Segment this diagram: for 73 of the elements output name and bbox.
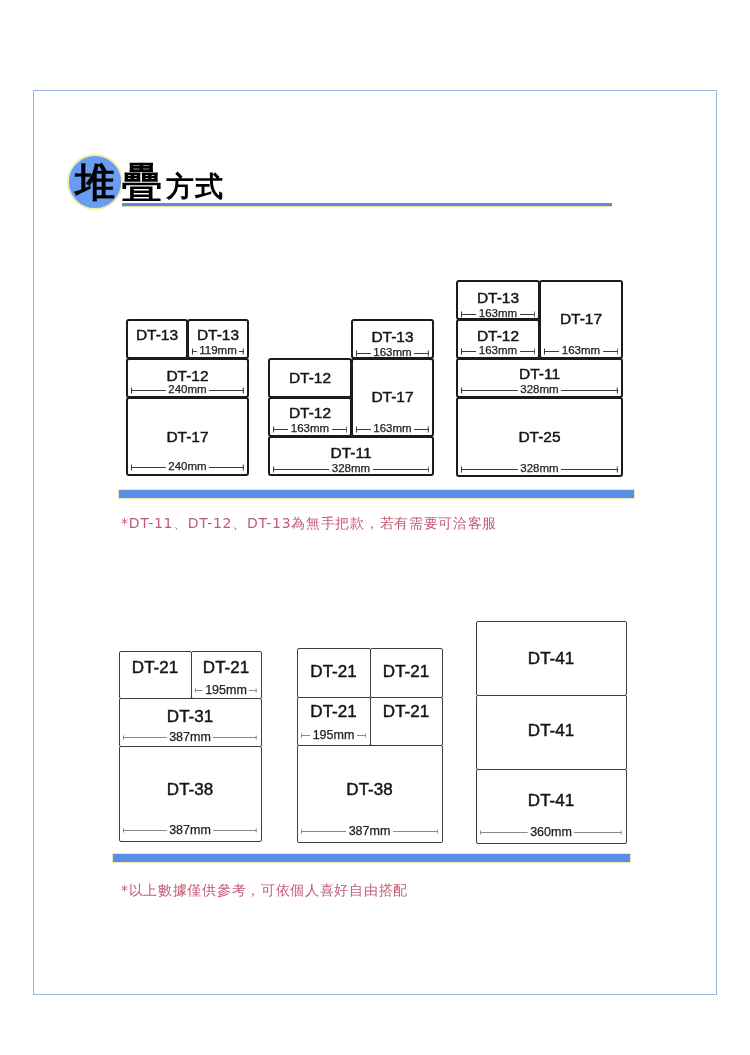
storage-box (268, 397, 352, 437)
model-label: DT-41 (527, 650, 575, 669)
note-text: *DT-11、DT-12、DT-13為無手把款，若有需要可洽客服 (121, 514, 498, 533)
dimension-label: 195mm (204, 684, 248, 697)
dimension-label: 163mm (477, 345, 519, 357)
storage-box (119, 746, 262, 842)
model-label: DT-12 (288, 404, 332, 422)
model-label: DT-38 (166, 781, 214, 800)
dimension-label: 240mm (167, 384, 208, 396)
model-label: DT-21 (382, 703, 430, 722)
storage-box (351, 319, 434, 359)
dimension-label: 163mm (477, 308, 519, 320)
dimension-label: 163mm (560, 345, 602, 357)
model-label: DT-13 (196, 326, 240, 344)
model-label: DT-21 (131, 659, 179, 678)
model-label: DT-12 (288, 369, 332, 387)
storage-box (297, 745, 443, 843)
model-label: DT-21 (382, 663, 430, 682)
model-label: DT-11 (330, 444, 372, 462)
storage-box (126, 319, 188, 359)
model-label: DT-38 (346, 781, 393, 800)
storage-box (187, 319, 249, 359)
dimension-label: 387mm (347, 825, 392, 838)
model-label: DT-11 (518, 365, 561, 383)
storage-box (539, 280, 623, 359)
model-label: DT-12 (166, 367, 209, 385)
storage-box (297, 697, 371, 746)
storage-box (370, 697, 443, 746)
dimension-label: 360mm (529, 826, 573, 839)
model-label: DT-17 (371, 388, 414, 406)
storage-box (119, 651, 192, 699)
dimension-label: 163mm (289, 423, 331, 435)
model-label: DT-31 (166, 708, 214, 727)
model-label: DT-21 (202, 659, 250, 678)
model-label: DT-17 (166, 428, 209, 446)
storage-box (456, 397, 623, 477)
model-label: DT-41 (527, 792, 575, 811)
dimension-label: 163mm (372, 423, 413, 435)
dimension-label: 387mm (168, 731, 212, 744)
dimension-label: 328mm (330, 463, 372, 475)
storage-box (268, 358, 352, 398)
storage-box (476, 769, 627, 844)
section-title: 堆疊方式 (67, 154, 612, 210)
dimension-label: 119mm (198, 345, 238, 357)
storage-box (370, 648, 443, 698)
storage-box (351, 358, 434, 437)
storage-box (268, 436, 434, 476)
storage-box (126, 397, 249, 476)
note-text: *以上數據僅供參考，可依個人喜好自由搭配 (121, 881, 408, 900)
dimension-label: 328mm (519, 463, 560, 475)
dimension-label: 195mm (311, 729, 356, 742)
storage-box (456, 280, 540, 320)
model-label: DT-13 (476, 289, 520, 307)
model-label: DT-25 (518, 428, 561, 446)
dimension-label: 240mm (167, 461, 208, 473)
storage-box (126, 358, 249, 398)
storage-box (476, 621, 627, 696)
storage-box (119, 698, 262, 747)
model-label: DT-13 (371, 328, 414, 346)
dimension-label: 163mm (372, 347, 413, 359)
dimension-label: 387mm (168, 824, 212, 837)
storage-box (297, 648, 371, 698)
model-label: DT-21 (310, 703, 357, 722)
dimension-label: 328mm (519, 384, 560, 396)
storage-box (456, 319, 540, 359)
model-label: DT-41 (527, 722, 575, 741)
model-label: DT-17 (559, 310, 603, 328)
model-label: DT-21 (310, 663, 357, 682)
model-label: DT-13 (135, 326, 179, 344)
model-label: DT-12 (476, 327, 520, 345)
storage-box (456, 358, 623, 398)
storage-box (191, 651, 262, 699)
storage-box (476, 695, 627, 770)
